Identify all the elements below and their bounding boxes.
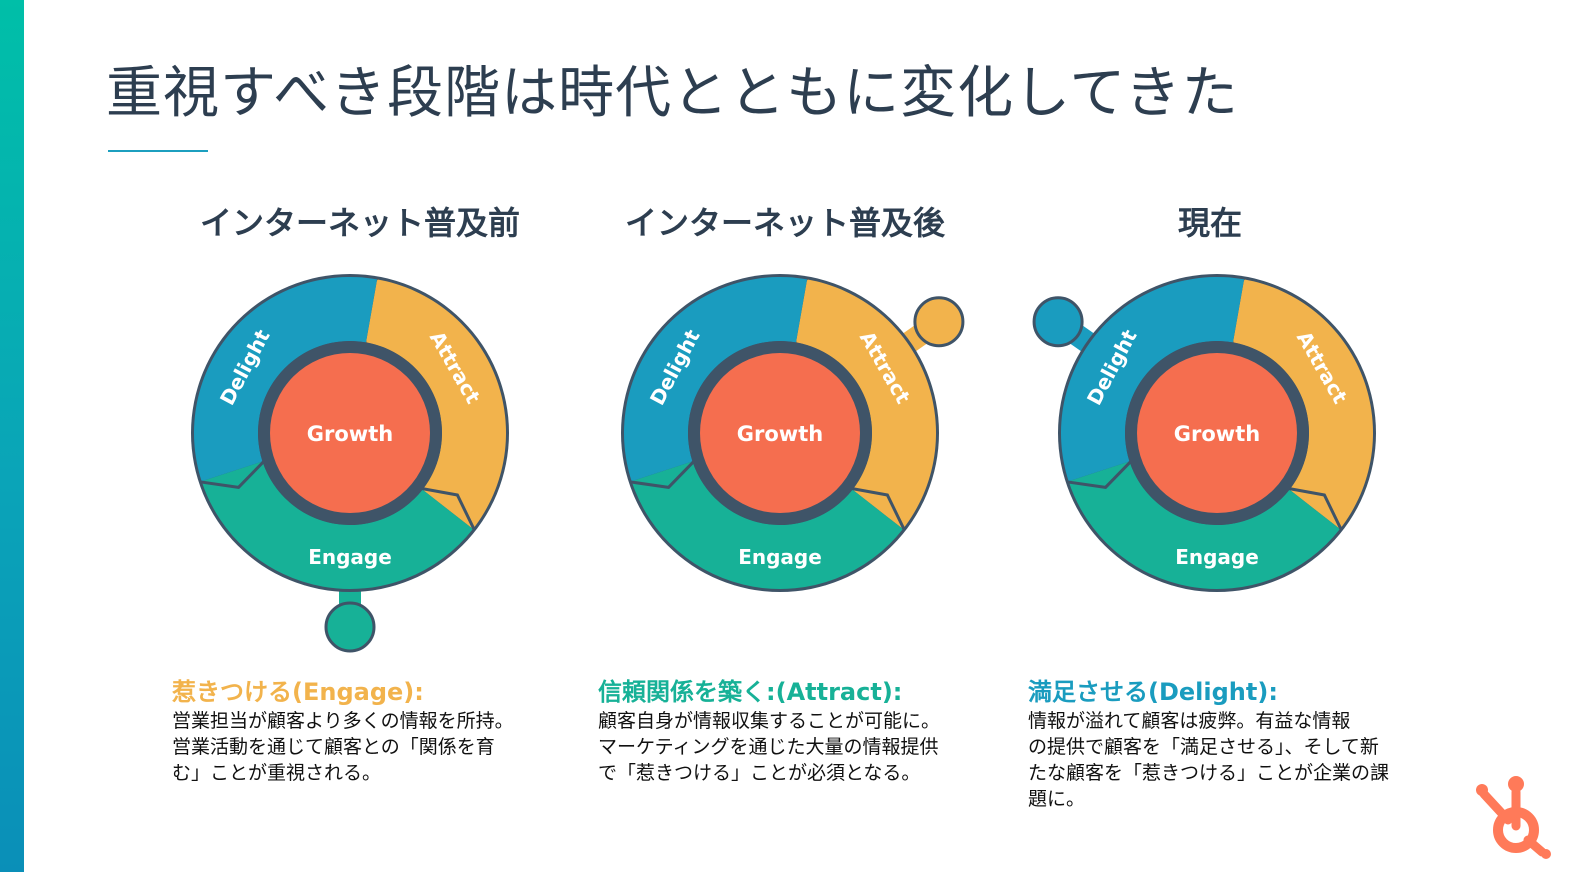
title-underline (108, 150, 208, 152)
attract-segment (795, 279, 936, 530)
growth-center (700, 353, 860, 513)
growth-label: Growth (1174, 422, 1260, 446)
engage-notch (1287, 486, 1343, 531)
growth-label: Growth (737, 422, 823, 446)
heading-present: 現在 (1177, 204, 1242, 242)
desc-engage: 惹きつける(Engage): 営業担当が顧客より多くの情報を所持。 営業活動を通… (172, 676, 592, 786)
heading-after-internet: インターネット普及後 (624, 204, 945, 242)
engage-segment (201, 461, 473, 590)
growth-center (1137, 353, 1297, 513)
growth-center (270, 353, 430, 513)
engage-notch (850, 486, 906, 531)
desc-engage-body: 営業担当が顧客より多くの情報を所持。 営業活動を通じて顧客との「関係を育 む」こ… (172, 710, 514, 784)
engage-knob (324, 601, 376, 653)
engage-label: Engage (738, 545, 822, 569)
engage-segment (1068, 461, 1340, 589)
hubspot-sprocket-icon (1476, 776, 1551, 859)
desc-delight: 満足させる(Delight): 情報が溢れて顧客は疲弊。有益な情報 の提供で顧客… (1028, 676, 1448, 812)
growth-label: Growth (307, 422, 393, 446)
slide-title: 重視すべき段階は時代とともに変化してきた (106, 61, 1239, 126)
desc-delight-head: 満足させる(Delight): (1028, 678, 1278, 706)
delight-segment (624, 277, 808, 482)
delight-notch (199, 459, 266, 489)
desc-engage-head: 惹きつける(Engage): (172, 678, 424, 706)
delight-segment (193, 277, 378, 482)
delight-segment (1061, 277, 1245, 482)
delight-notch (629, 459, 696, 489)
engage-notch (420, 486, 476, 531)
delight-knob (1032, 296, 1084, 348)
engage-label: Engage (308, 545, 392, 569)
attract-segment (365, 279, 506, 530)
attract-segment (1232, 279, 1373, 530)
desc-attract-body: 顧客自身が情報収集することが可能に。 マーケティングを通じた大量の情報提供 で「… (598, 710, 941, 784)
engage-segment (631, 461, 903, 590)
desc-attract-head: 信頼関係を築く:(Attract): (598, 678, 903, 706)
accent-side-bar (0, 0, 24, 872)
delight-notch (1066, 459, 1133, 489)
attract-knob (913, 296, 965, 348)
desc-delight-body: 情報が溢れて顧客は疲弊。有益な情報 の提供で顧客を「満足させる」、そして新 たな… (1028, 710, 1390, 810)
heading-before-internet: インターネット普及前 (199, 204, 520, 242)
desc-attract: 信頼関係を築く:(Attract): 顧客自身が情報収集することが可能に。 マー… (598, 676, 1018, 786)
engage-label: Engage (1175, 545, 1259, 569)
